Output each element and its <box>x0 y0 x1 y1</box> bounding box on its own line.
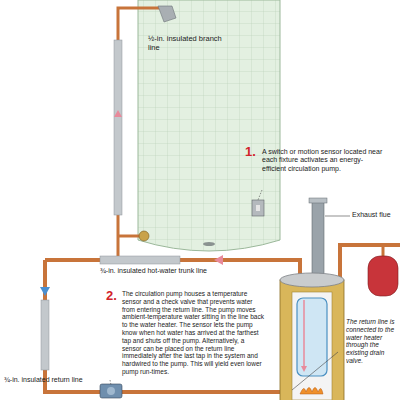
tank-pipe <box>382 245 385 256</box>
circulation-pump <box>100 384 122 398</box>
flue-cap <box>309 198 327 203</box>
valve-pipe <box>118 235 140 238</box>
pipe-insulation <box>41 300 49 370</box>
leader-line <box>110 380 111 385</box>
mixing-valve <box>139 231 149 241</box>
shower-drain <box>203 242 215 246</box>
part-label: ½-in. insulated branch line <box>148 34 228 52</box>
pipe-insulation <box>100 256 180 264</box>
shower-head <box>158 6 176 22</box>
callout-text: A switch or motion sensor located near e… <box>262 148 384 173</box>
callout-text: The circulation pump houses a temperatur… <box>122 290 264 376</box>
leader-line <box>325 216 350 217</box>
note-text: The return line is connected to the wate… <box>346 318 400 365</box>
part-label: Exhaust flue <box>352 211 398 219</box>
part-label: ¾-in. insulated hot-water trunk line <box>100 267 250 275</box>
flow-arrow <box>301 366 307 372</box>
callout-panel <box>104 286 266 380</box>
flow-arrow <box>114 110 122 117</box>
burner-flame <box>300 388 323 395</box>
flow-arrow <box>214 255 223 265</box>
water-heater <box>280 280 344 400</box>
shower-wall <box>138 0 280 251</box>
part-label: ¾-in. insulated return line <box>4 376 84 384</box>
switch-box <box>252 200 264 216</box>
heater-cutaway <box>292 292 332 400</box>
expansion-tank <box>368 256 398 296</box>
flow-arrow <box>40 287 50 296</box>
dip-tube <box>303 300 305 368</box>
pump-motor <box>107 387 115 395</box>
leader-line <box>258 190 262 200</box>
inner-tank <box>297 298 327 376</box>
callout-number: 2. <box>106 288 122 304</box>
heater-top <box>280 273 344 287</box>
leader-line <box>292 352 338 390</box>
callout-number: 1. <box>245 144 261 160</box>
exhaust-flue <box>312 200 324 280</box>
return-pipe <box>45 260 290 392</box>
switch-toggle <box>256 205 260 211</box>
pipe-insulation <box>114 40 122 215</box>
